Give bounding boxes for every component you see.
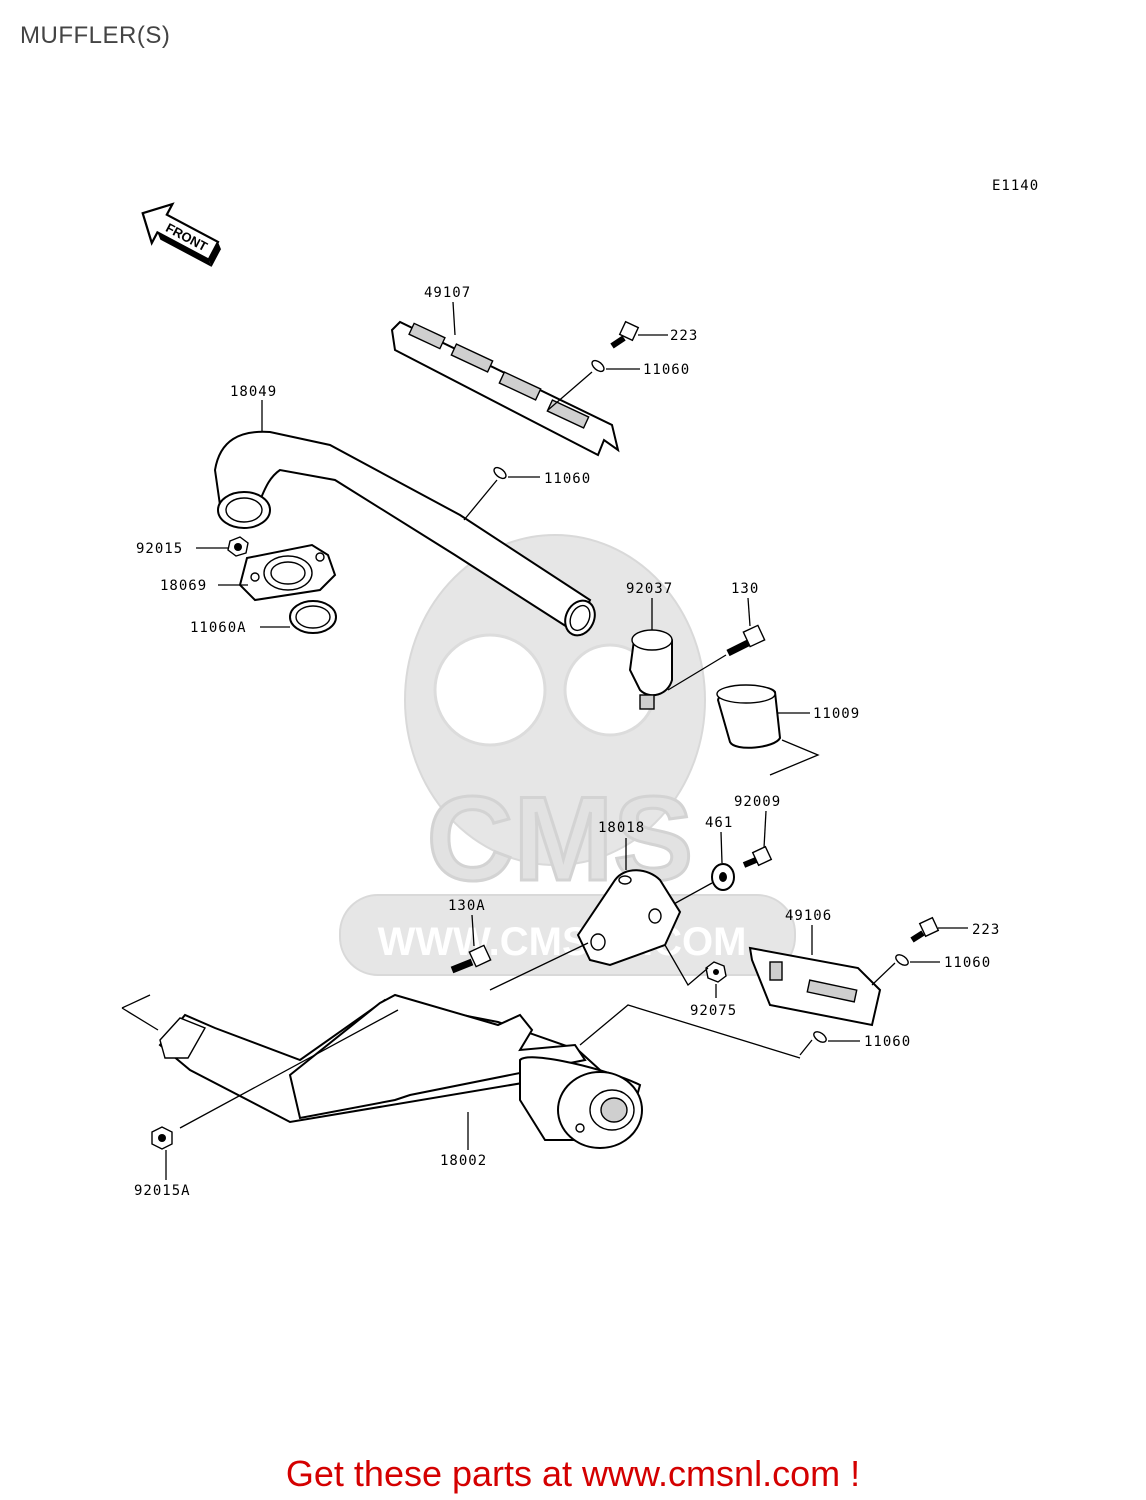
part-11060-clip-middle[interactable] (492, 465, 508, 480)
part-92015-nut[interactable] (227, 536, 249, 557)
part-label-130[interactable]: 130 (731, 581, 759, 597)
part-label-130A[interactable]: 130A (448, 898, 486, 914)
part-130-bolt[interactable] (726, 624, 766, 657)
part-11060-clip-bottom[interactable] (812, 1030, 828, 1045)
part-49106-heat-guard[interactable] (748, 946, 882, 1027)
part-label-11060-bottom[interactable]: 11060 (864, 1034, 911, 1050)
part-92075-damper[interactable] (705, 961, 727, 983)
part-label-92075[interactable]: 92075 (690, 1003, 737, 1019)
part-label-223-top[interactable]: 223 (670, 328, 698, 344)
front-arrow-icon: FRONT (141, 202, 221, 267)
part-18049-exhaust-pipe[interactable] (213, 430, 600, 640)
part-461-collar[interactable] (711, 863, 735, 891)
diagram-code: E1140 (992, 178, 1039, 194)
part-label-18018[interactable]: 18018 (598, 820, 645, 836)
part-label-92037[interactable]: 92037 (626, 581, 673, 597)
part-18069-flange[interactable] (238, 543, 337, 602)
part-92015A-nut[interactable] (151, 1126, 173, 1150)
part-18002-muffler[interactable] (158, 993, 643, 1149)
part-label-223-right[interactable]: 223 (972, 922, 1000, 938)
part-223-bolt-right[interactable] (910, 916, 940, 943)
watermark-logo: CMS WWW.CMSNL.COM (339, 534, 796, 976)
part-label-11060-right[interactable]: 11060 (944, 955, 991, 971)
part-label-18049[interactable]: 18049 (230, 384, 277, 400)
part-label-49106[interactable]: 49106 (785, 908, 832, 924)
page-title: MUFFLER(S) (20, 22, 171, 49)
part-label-11060-middle[interactable]: 11060 (544, 471, 591, 487)
part-label-11060-top[interactable]: 11060 (643, 362, 690, 378)
part-11060-clip-top[interactable] (590, 358, 606, 373)
part-18018-bracket[interactable] (576, 869, 682, 967)
part-130A-bolt[interactable] (450, 944, 492, 974)
part-49107-heat-guard[interactable] (390, 320, 620, 457)
part-92009-screw[interactable] (742, 845, 773, 868)
part-label-461[interactable]: 461 (705, 815, 733, 831)
part-223-bolt-top[interactable] (610, 320, 640, 349)
part-label-18069[interactable]: 18069 (160, 578, 207, 594)
watermark-logo-text: CMS (427, 772, 694, 906)
part-11060A-gasket[interactable] (289, 600, 337, 634)
part-92037-clamp[interactable] (628, 629, 673, 710)
part-label-49107[interactable]: 49107 (424, 285, 471, 301)
watermark-text: WWW.CMSNL.COM (378, 920, 747, 964)
exploded-parts-diagram: CMS WWW.CMSNL.COM E1140 FRONT 49107 223 … (121, 178, 1039, 1199)
part-label-11060A[interactable]: 11060A (190, 620, 247, 636)
part-label-18002[interactable]: 18002 (440, 1153, 487, 1169)
part-label-92009[interactable]: 92009 (734, 794, 781, 810)
part-label-92015[interactable]: 92015 (136, 541, 183, 557)
part-label-11009[interactable]: 11009 (813, 706, 860, 722)
part-11009-gasket-sleeve[interactable] (716, 684, 782, 749)
part-11060-clip-right[interactable] (894, 953, 910, 968)
footer-parts-link[interactable]: Get these parts at www.cmsnl.com ! (285, 1453, 861, 1494)
part-label-92015A[interactable]: 92015A (134, 1183, 191, 1199)
